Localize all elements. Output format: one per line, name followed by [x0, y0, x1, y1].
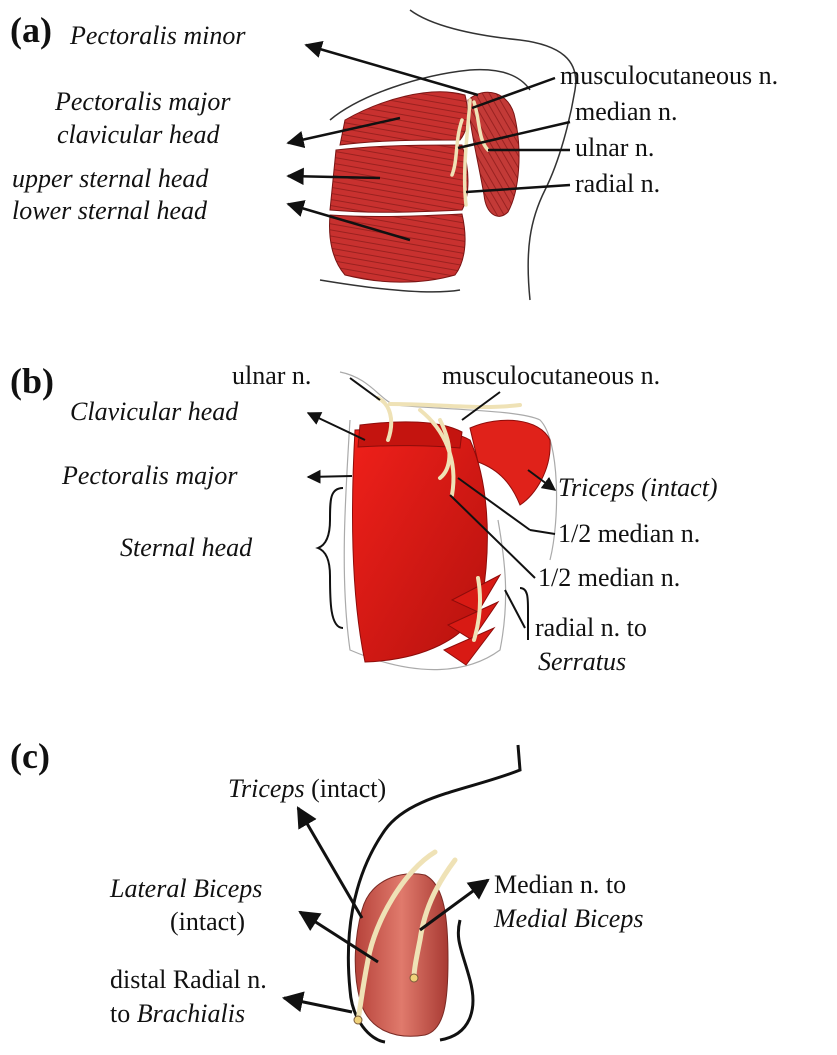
label-pectoralis-minor: Pectoralis minor: [69, 21, 246, 50]
panel-b: (b) ulnar n. musculocutaneous n. Clavicu…: [10, 361, 718, 676]
label-radial-a: radial n.: [575, 169, 660, 198]
label-musculocutaneous-a: musculocutaneous n.: [560, 61, 778, 90]
panel-b-leaders: [306, 377, 557, 640]
label-ulnar-b: ulnar n.: [232, 361, 311, 390]
panel-c-tag: (c): [10, 736, 50, 776]
label-triceps-c: Triceps (intact): [228, 774, 386, 803]
label-half-median-1: 1/2 median n.: [558, 519, 700, 548]
panel-a-leaders: [286, 40, 571, 242]
panel-c-leaders: [281, 806, 490, 1014]
label-clavicular-head-b: Clavicular head: [70, 397, 239, 426]
label-clavicular-head: clavicular head: [57, 120, 220, 149]
panel-a: (a) Pectoralis minor Pectoralis major cl…: [10, 9, 778, 301]
pectoralis-minor-shape: [467, 91, 520, 217]
clavicular-head-shape: [339, 91, 469, 146]
label-sternal-head: Sternal head: [120, 533, 253, 562]
panel-a-body-outline: [319, 9, 577, 301]
label-median-a: median n.: [575, 97, 678, 126]
label-triceps-b: Triceps (intact): [558, 473, 718, 502]
panel-b-nerves: [376, 396, 522, 642]
label-to-brachialis: to Brachialis: [110, 999, 245, 1028]
label-lateral-intact: (intact): [170, 907, 245, 936]
panel-b-tag: (b): [10, 361, 54, 401]
serratus-shape: [442, 573, 502, 666]
label-ulnar-a: ulnar n.: [575, 133, 654, 162]
label-lateral-biceps: Lateral Biceps: [109, 874, 262, 903]
panel-c-nerve-outline: [353, 973, 419, 1025]
label-medial-biceps: Medial Biceps: [493, 904, 643, 933]
panel-c-nerves: [355, 849, 458, 1023]
upper-sternal-head-shape: [329, 144, 469, 213]
label-half-median-2: 1/2 median n.: [538, 563, 680, 592]
label-distal-radial: distal Radial n.: [110, 965, 267, 994]
label-upper-sternal-head: upper sternal head: [12, 164, 209, 193]
lower-sternal-head-shape: [329, 213, 466, 283]
panel-c-body-outline: [346, 744, 522, 1044]
panel-a-tag: (a): [10, 10, 52, 50]
label-serratus: Serratus: [538, 647, 626, 676]
label-radial-to: radial n. to: [535, 613, 647, 642]
label-musculocutaneous-b: musculocutaneous n.: [442, 361, 660, 390]
label-pectoralis-major-b: Pectoralis major: [61, 461, 238, 490]
label-lower-sternal-head: lower sternal head: [12, 196, 208, 225]
label-median-to: Median n. to: [494, 870, 626, 899]
label-pectoralis-major: Pectoralis major: [54, 87, 231, 116]
panel-c: (c) Triceps (intact) Lateral Biceps (int…: [10, 736, 643, 1044]
